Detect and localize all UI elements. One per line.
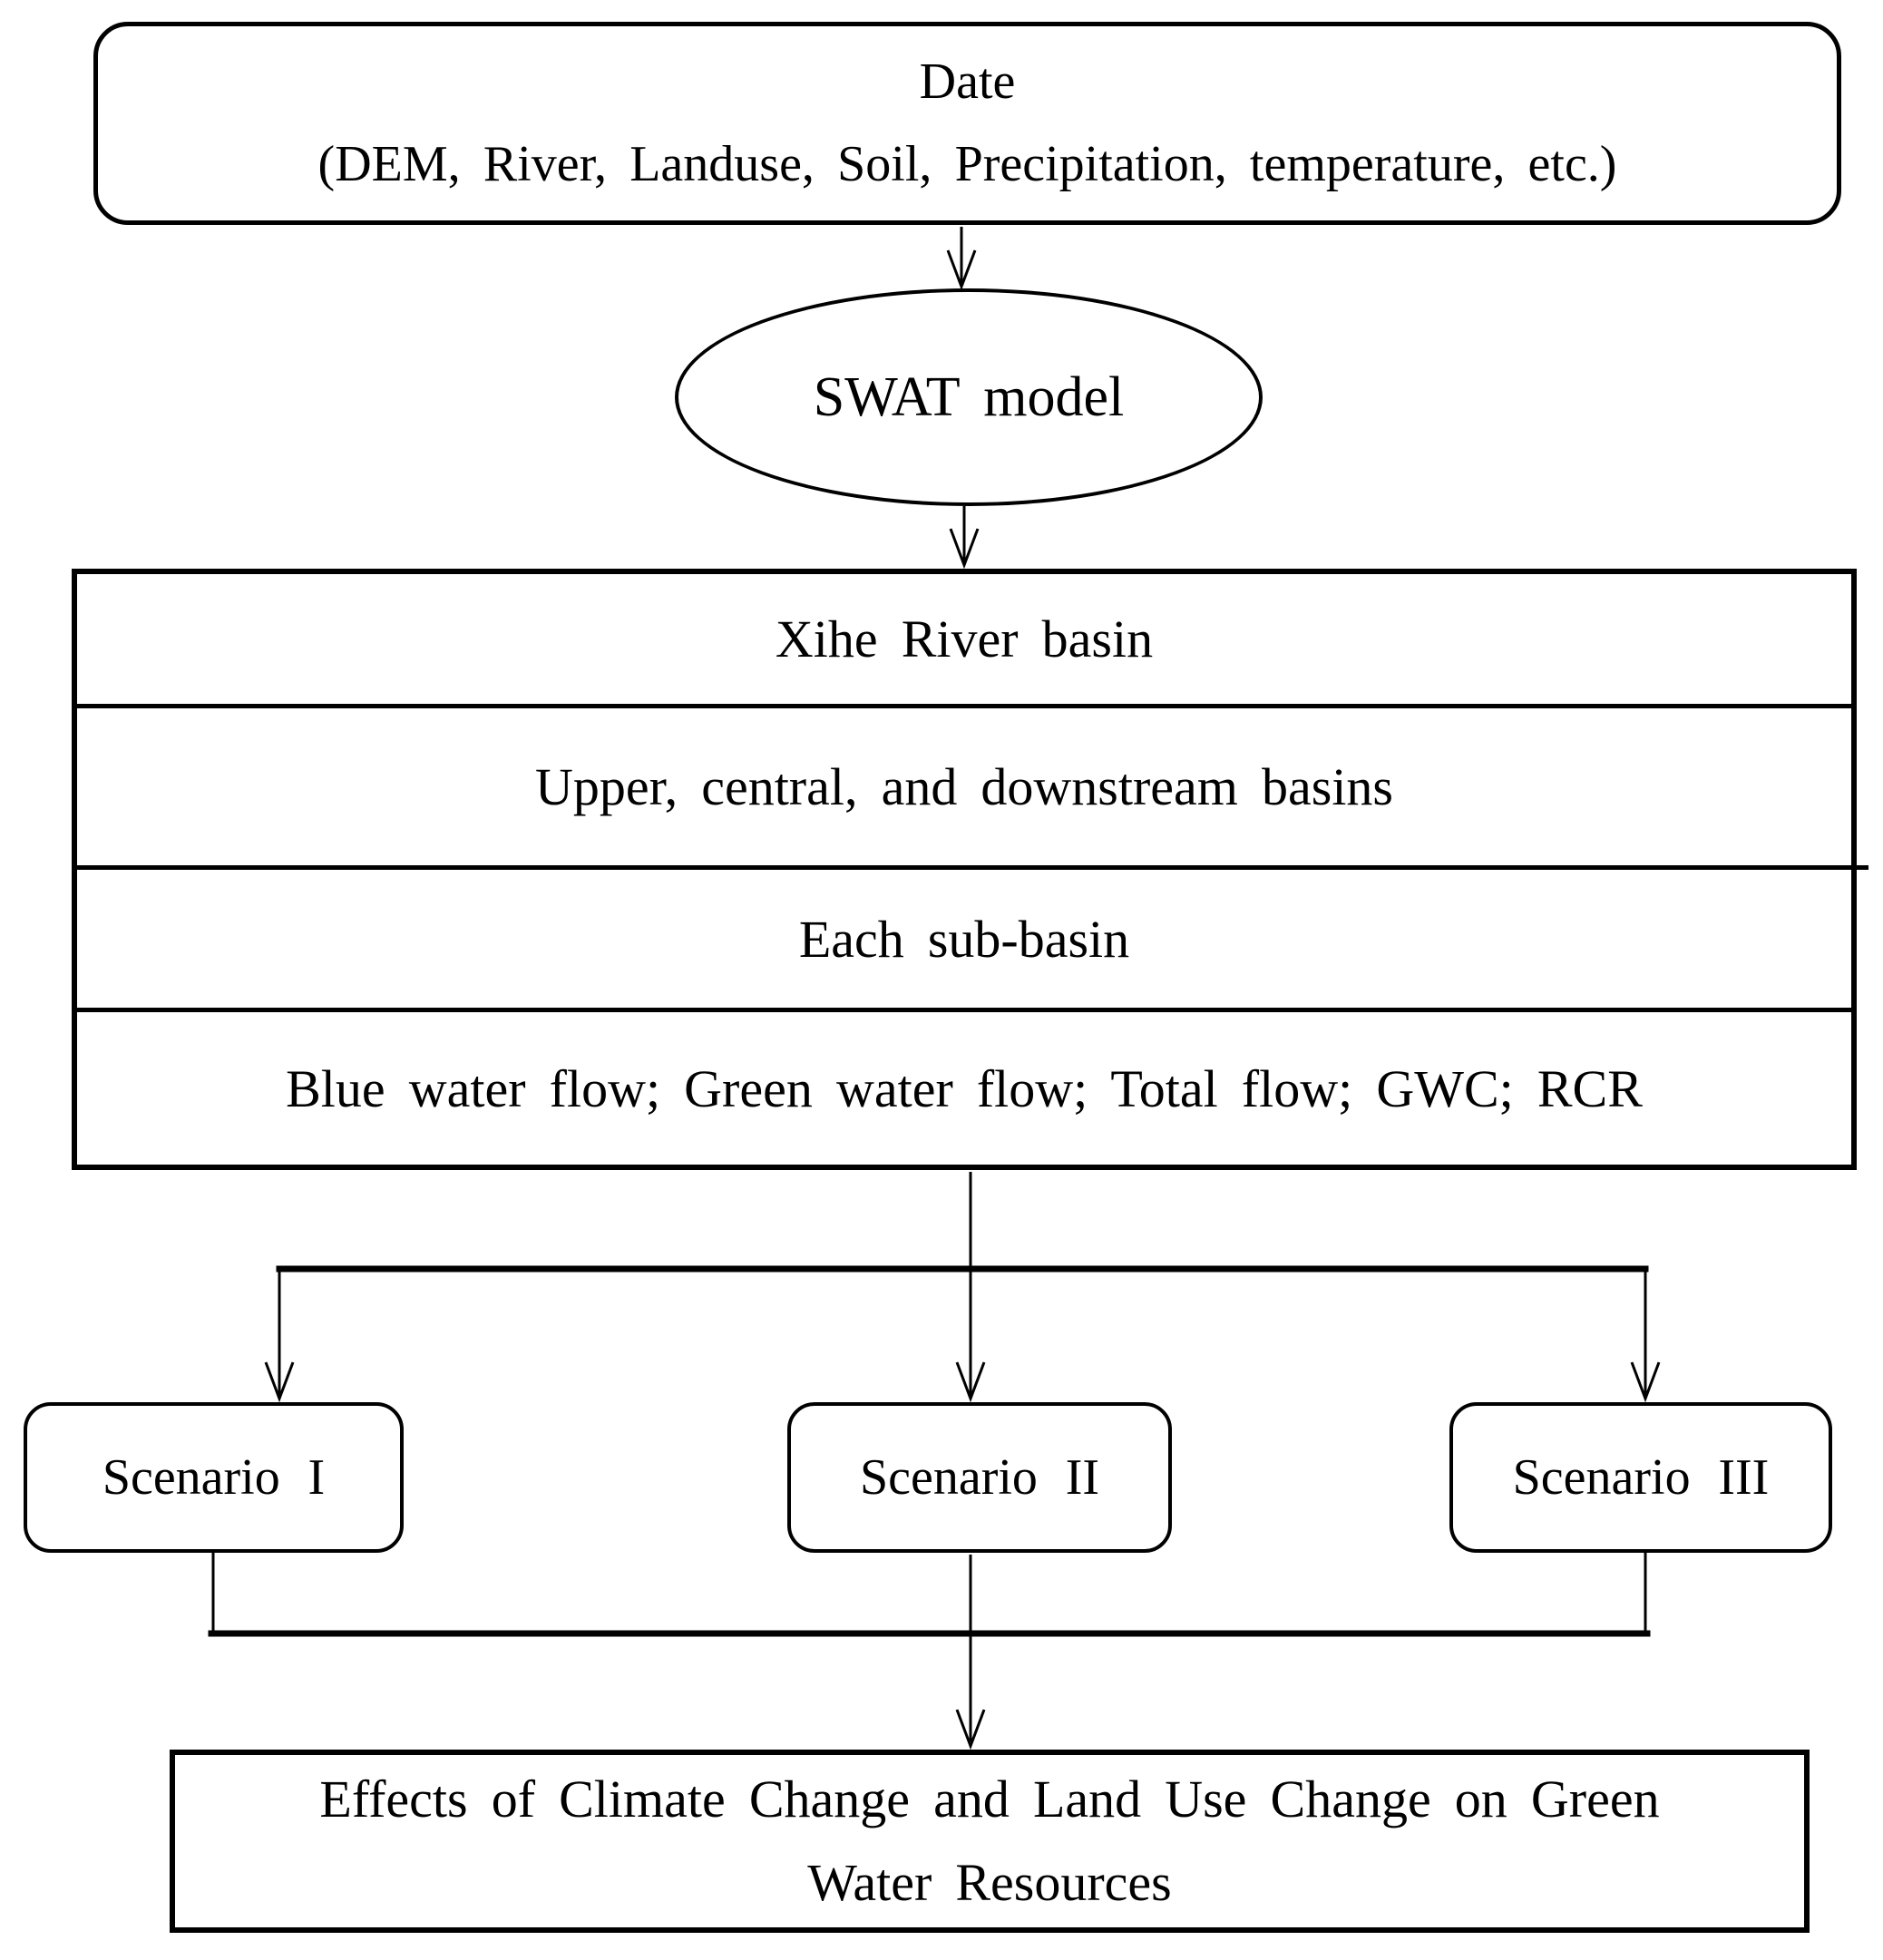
arrowhead-to-scenario-3: [1630, 1361, 1661, 1403]
separator-overhang: [1855, 865, 1868, 870]
analysis-box: Xihe River basin Upper, central, and dow…: [72, 569, 1857, 1170]
scenario-1-box: Scenario I: [24, 1402, 404, 1553]
result-line2: Water Resources: [807, 1853, 1172, 1912]
scenario-2-label: Scenario II: [859, 1449, 1099, 1506]
analysis-row-label: Each sub-basin: [798, 909, 1130, 969]
arrowhead-to-result: [955, 1709, 986, 1750]
scenario-3-label: Scenario III: [1512, 1449, 1770, 1506]
analysis-row-label: Xihe River basin: [775, 609, 1154, 668]
arrowhead-to-scenario-2: [955, 1361, 986, 1403]
arrowhead-to-scenario-1: [264, 1361, 295, 1403]
analysis-row-indicators: Blue water flow; Green water flow; Total…: [77, 1008, 1851, 1165]
data-box-subtitle: (DEM, River, Landuse, Soil, Precipitatio…: [317, 136, 1617, 192]
analysis-row-subbasin: Each sub-basin: [77, 865, 1851, 1008]
analysis-row-label: Upper, central, and downstream basins: [534, 757, 1394, 816]
data-box-title: Date: [919, 54, 1016, 111]
swat-model-label: SWAT model: [813, 366, 1125, 428]
result-box: Effects of Climate Change and Land Use C…: [170, 1750, 1810, 1933]
analysis-row-subregions: Upper, central, and downstream basins: [77, 704, 1851, 865]
scenario-1-label: Scenario I: [102, 1449, 326, 1506]
analysis-row-label: Blue water flow; Green water flow; Total…: [286, 1058, 1643, 1118]
result-line1: Effects of Climate Change and Land Use C…: [319, 1770, 1660, 1829]
scenario-3-box: Scenario III: [1449, 1402, 1832, 1553]
scenario-2-box: Scenario II: [787, 1402, 1172, 1553]
data-input-box: Date (DEM, River, Landuse, Soil, Precipi…: [93, 22, 1841, 225]
arrowhead-data-to-model: [946, 249, 977, 291]
arrowhead-model-to-analysis: [949, 528, 980, 570]
analysis-row-basin: Xihe River basin: [77, 574, 1851, 704]
swat-model-node: SWAT model: [675, 288, 1263, 506]
